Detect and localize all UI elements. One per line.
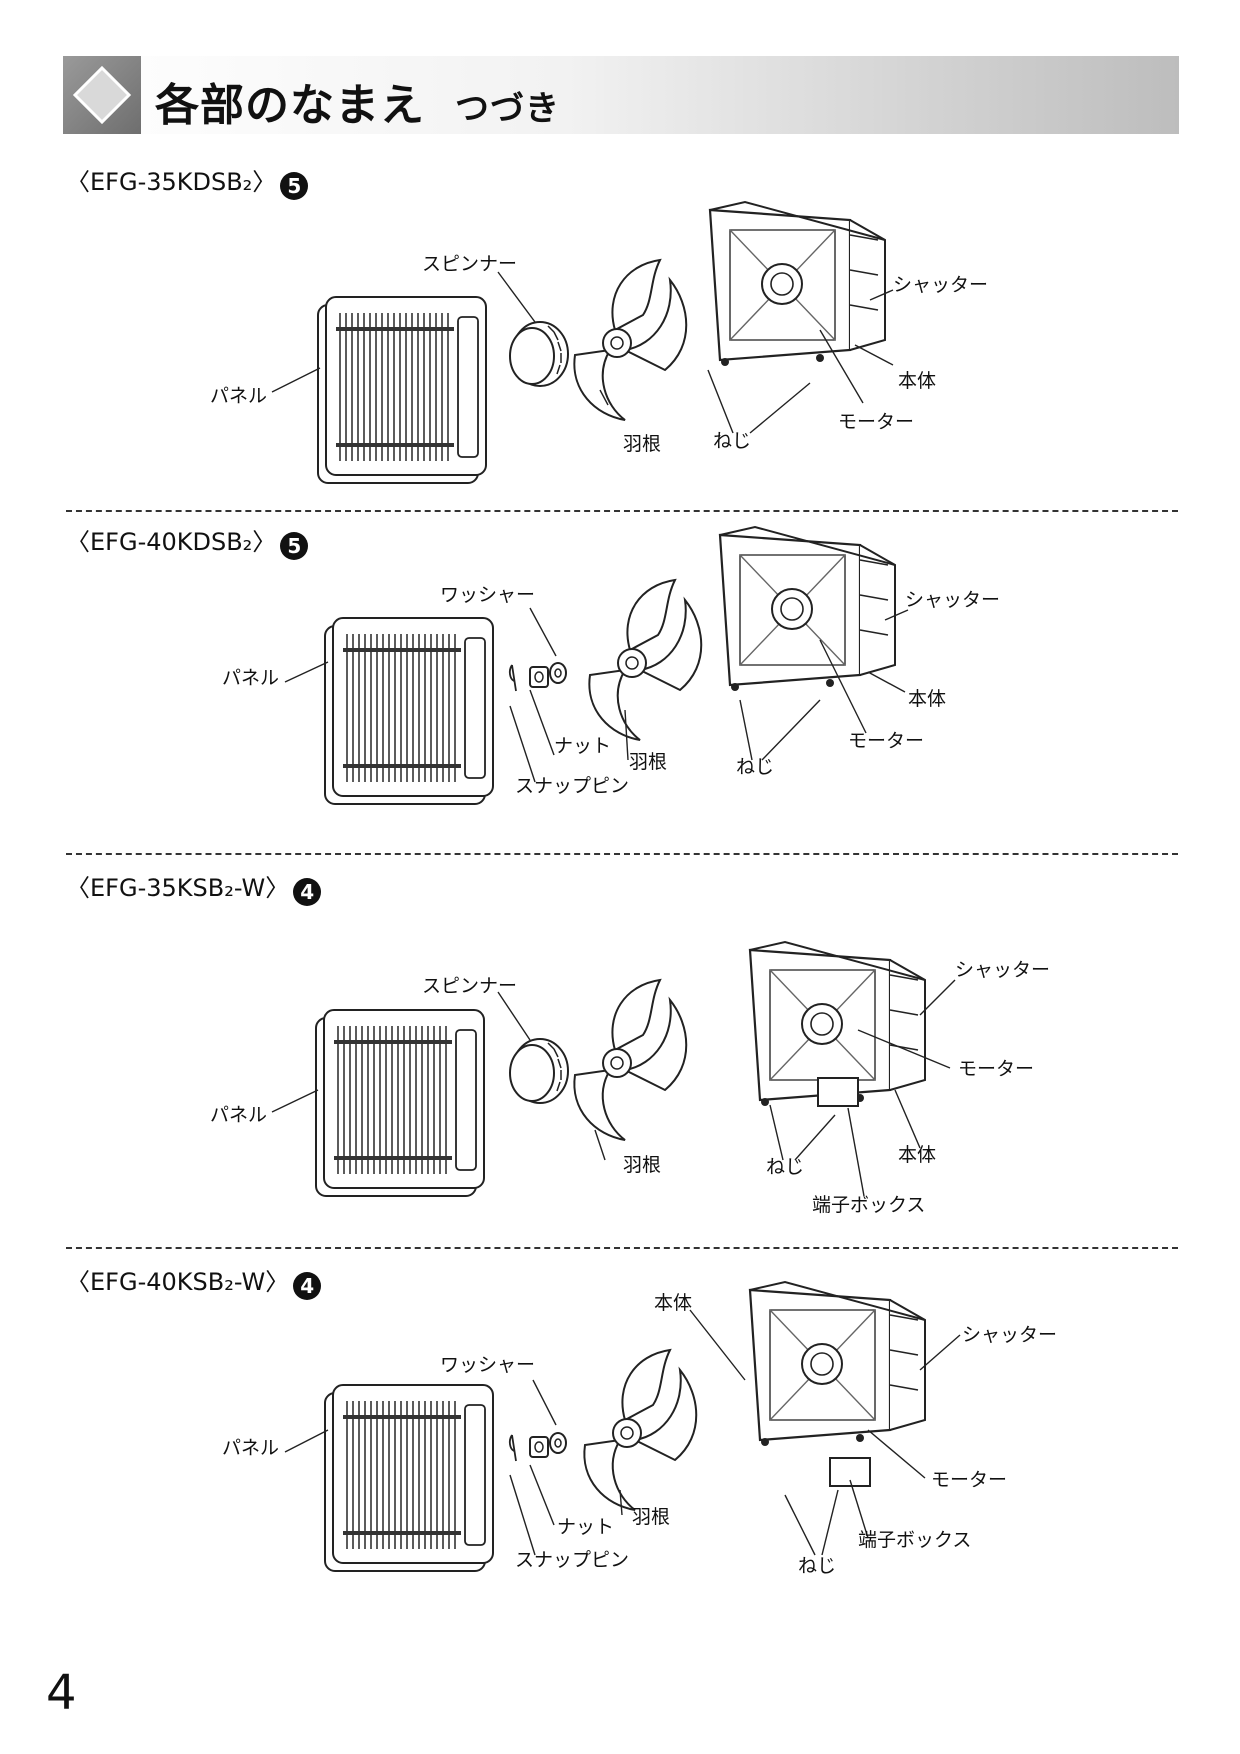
label-screws: ねじ: [736, 756, 775, 778]
dashed-divider: [66, 853, 1178, 855]
label-shutter: シャッター: [962, 1324, 1058, 1346]
hardware-illustration: [508, 662, 567, 692]
fan-blade-illustration: [588, 579, 703, 741]
fan-blade-illustration: [573, 259, 688, 421]
label-body: 本体: [898, 370, 937, 392]
label-screws: ねじ: [713, 430, 752, 452]
badge-number: 5: [280, 172, 309, 200]
label-shutter: シャッター: [955, 959, 1051, 981]
badge-number: 5: [280, 532, 309, 560]
label-spinner: スピンナー: [422, 975, 518, 997]
label-snap-pin: スナップピン: [515, 1549, 630, 1571]
label-body: 本体: [898, 1144, 937, 1166]
page-subtitle: つづき: [455, 89, 560, 129]
label-panel: パネル: [222, 667, 280, 689]
page-title: 各部のなまえつづき: [155, 69, 560, 133]
diamond-icon-box: [63, 56, 141, 134]
label-body: 本体: [654, 1292, 693, 1314]
hardware-illustration: [508, 1432, 567, 1462]
page-number: 4: [46, 1665, 77, 1721]
label-body: 本体: [908, 688, 947, 710]
leader-lines-3: [272, 980, 955, 1196]
label-blade: 羽根: [623, 433, 662, 455]
model-heading-3: 〈EFG-35KSB₂-W〉4: [66, 868, 322, 906]
label-screws: ねじ: [798, 1555, 837, 1577]
spinner-illustration: [509, 321, 569, 387]
label-panel: パネル: [222, 1437, 280, 1459]
label-blade: 羽根: [623, 1154, 662, 1176]
panel-illustration: [317, 296, 487, 484]
label-panel: パネル: [210, 1104, 268, 1126]
label-nut: ナット: [554, 735, 612, 757]
label-motor: モーター: [958, 1058, 1035, 1080]
model-name: 〈EFG-40KDSB₂〉: [66, 528, 277, 556]
dashed-divider: [66, 1247, 1178, 1249]
label-snap-pin: スナップピン: [515, 775, 630, 797]
label-spinner: スピンナー: [422, 253, 518, 275]
panel-illustration: [324, 1384, 494, 1572]
body-illustration: [748, 1280, 927, 1448]
label-screws: ねじ: [766, 1156, 805, 1178]
body-illustration: [708, 200, 887, 368]
dashed-divider: [66, 510, 1178, 512]
model-name: 〈EFG-35KSB₂-W〉: [66, 874, 290, 902]
label-shutter: シャッター: [905, 589, 1001, 611]
section-header: 各部のなまえつづき: [63, 56, 1179, 134]
panel-illustration: [315, 1009, 485, 1197]
label-shutter: シャッター: [893, 274, 989, 296]
page-title-text: 各部のなまえ: [155, 80, 425, 131]
badge-number: 4: [293, 878, 322, 906]
model-name: 〈EFG-35KDSB₂〉: [66, 168, 277, 196]
label-terminal-box: 端子ボックス: [812, 1194, 926, 1216]
leader-lines-1: [272, 272, 893, 433]
model-heading-4: 〈EFG-40KSB₂-W〉4: [66, 1262, 322, 1300]
diamond-icon: [72, 65, 132, 125]
label-blade: 羽根: [632, 1506, 671, 1528]
fan-blade-illustration: [573, 979, 688, 1141]
panel-illustration: [324, 617, 494, 805]
label-washer: ワッシャー: [440, 584, 536, 606]
model-heading-2: 〈EFG-40KDSB₂〉5: [66, 522, 309, 560]
fan-blade-illustration: [583, 1349, 698, 1511]
label-terminal-box: 端子ボックス: [858, 1529, 972, 1551]
label-motor: モーター: [931, 1469, 1008, 1491]
leader-lines-4: [285, 1310, 960, 1555]
label-motor: モーター: [838, 411, 915, 433]
badge-number: 4: [293, 1272, 322, 1300]
label-washer: ワッシャー: [440, 1354, 536, 1376]
label-panel: パネル: [210, 385, 268, 407]
spinner-illustration: [509, 1038, 569, 1104]
model-name: 〈EFG-40KSB₂-W〉: [66, 1268, 290, 1296]
leader-lines-2: [285, 608, 908, 782]
terminal-box-illustration: [818, 1078, 858, 1106]
label-nut: ナット: [557, 1516, 615, 1538]
body-illustration: [718, 525, 897, 693]
label-motor: モーター: [848, 730, 925, 752]
model-heading-1: 〈EFG-35KDSB₂〉5: [66, 162, 309, 200]
label-blade: 羽根: [629, 751, 668, 773]
